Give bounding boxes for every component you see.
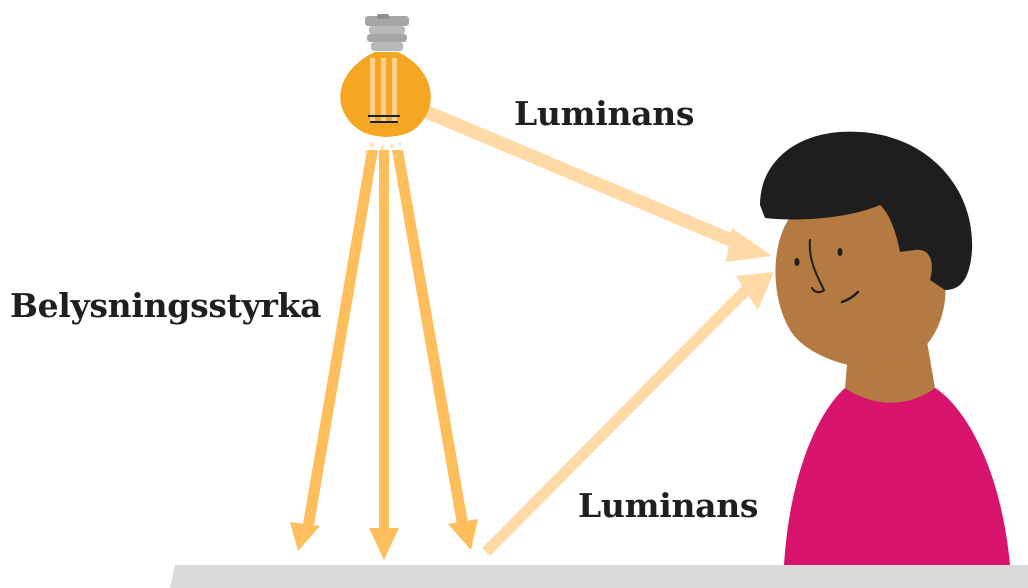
- eye-right: [838, 248, 843, 256]
- person-illustration: [760, 132, 1010, 565]
- arrowhead-left: [290, 522, 320, 551]
- illuminance-label: Belysningsstyrka: [10, 286, 321, 325]
- illuminance-rays: [290, 150, 478, 560]
- arrowhead-right: [448, 519, 478, 550]
- luminance-label-bottom: Luminans: [578, 486, 758, 525]
- eye-left: [795, 258, 800, 266]
- table-surface: [170, 565, 1028, 588]
- arrowhead-middle: [369, 528, 399, 560]
- shirt: [784, 385, 1010, 565]
- luminance-label-top: Luminans: [514, 94, 694, 133]
- light-bulb-icon: [340, 14, 430, 160]
- arrowhead-lamp-to-eye: [726, 228, 772, 262]
